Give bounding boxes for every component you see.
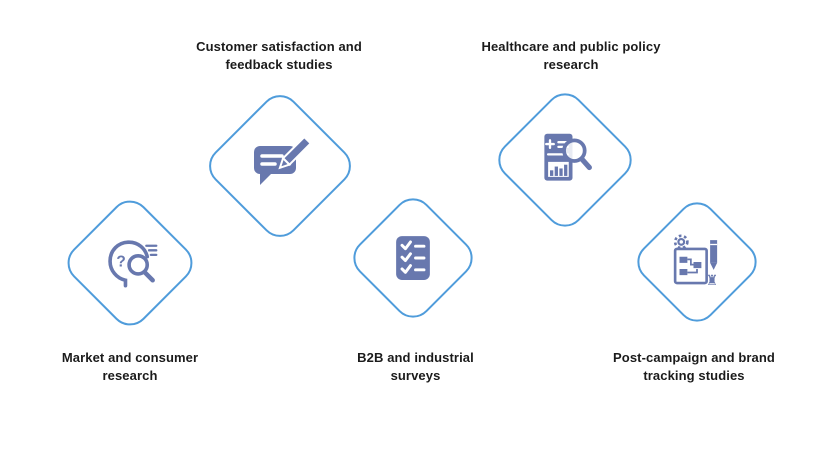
diamond-shape [345,190,481,326]
campaign-tracking-icon: ♜ [669,234,725,290]
diamond-shape [490,85,640,235]
item-label: Market and consumer research [61,350,199,383]
chat-pencil-icon [248,134,312,198]
item-label: B2B and industrial surveys [357,350,474,383]
diamond-shape [200,86,360,246]
item-label: Post-campaign and brand tracking studies [613,350,775,383]
diamond-shape: ♜ [629,194,765,330]
svg-text:♜: ♜ [706,272,719,288]
svg-text:?: ? [116,254,125,271]
item-label: Healthcare and public policy research [481,39,661,72]
checklist-icon [386,231,440,285]
person-search-icon: ? [101,234,159,292]
report-magnifier-icon [535,130,595,190]
item-label: Customer satisfaction and feedback studi… [196,39,362,72]
diamond-shape: ? [59,192,201,334]
